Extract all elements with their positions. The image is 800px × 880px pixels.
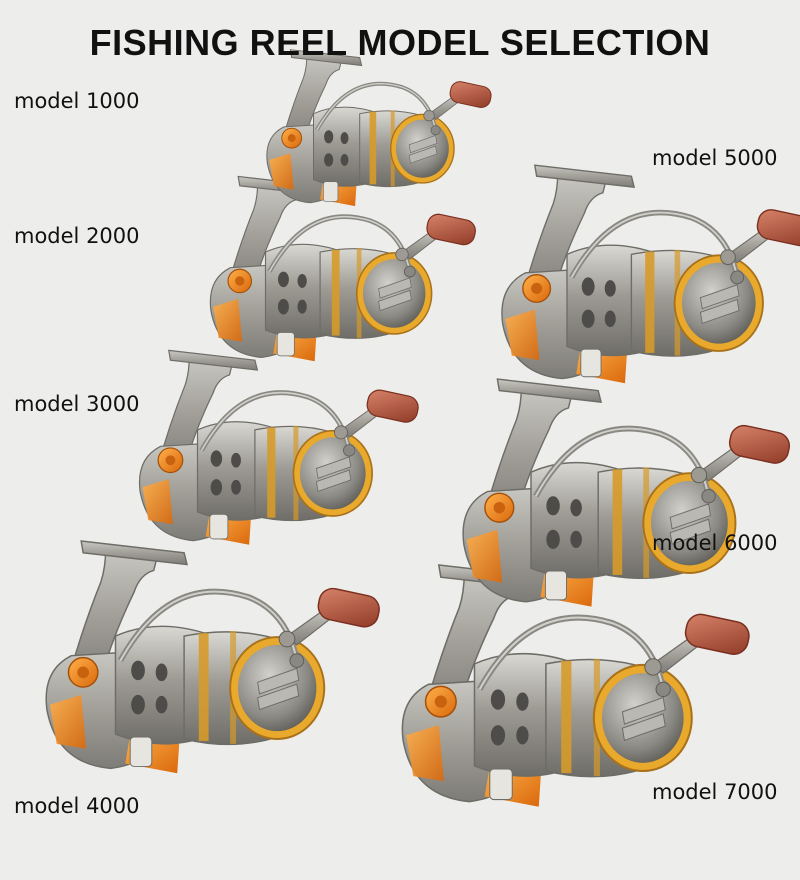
reel-model-4000 <box>46 541 382 773</box>
reel-model-5000 <box>502 165 800 383</box>
label-model-1000: model 1000 <box>14 89 140 113</box>
label-model-2000: model 2000 <box>14 224 140 248</box>
reel-model-1000 <box>264 47 495 209</box>
label-model-4000: model 4000 <box>14 794 140 818</box>
label-model-6000: model 6000 <box>652 531 778 555</box>
label-model-5000: model 5000 <box>652 146 778 170</box>
reel-model-3000 <box>140 350 421 544</box>
page-title: FISHING REEL MODEL SELECTION <box>89 22 711 63</box>
label-model-7000: model 7000 <box>652 780 778 804</box>
reel-model-6000 <box>463 379 792 607</box>
reel-model-2000 <box>210 176 477 361</box>
label-model-3000: model 3000 <box>14 392 140 416</box>
